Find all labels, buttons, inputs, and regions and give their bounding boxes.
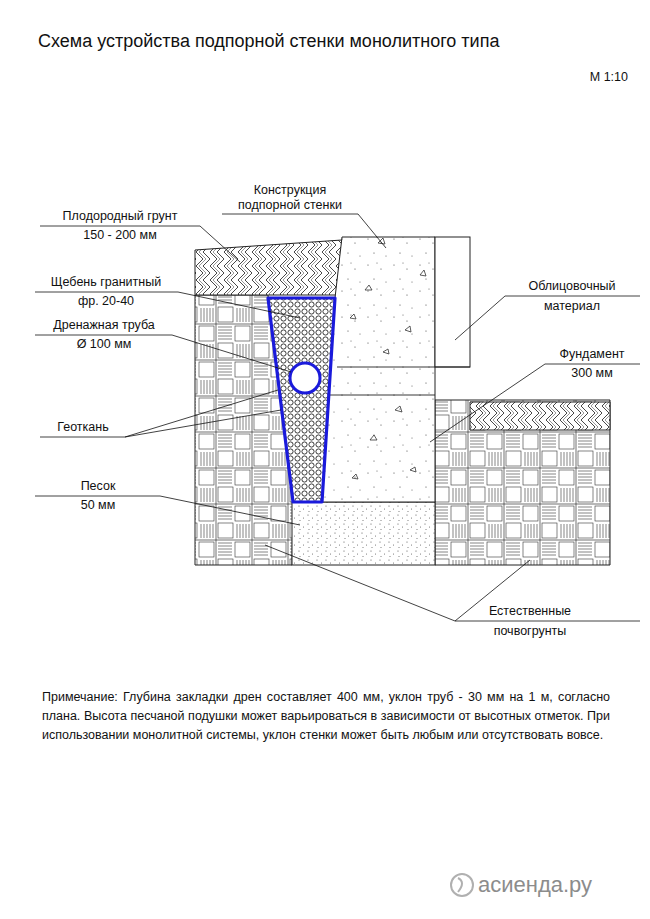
drawing-note: Примечание: Глубина закладки дрен состав…: [42, 688, 610, 745]
callout-label: Песок: [81, 479, 116, 494]
callout-label: Фундамент: [559, 347, 624, 362]
callout-dimension: 150 - 200 мм: [83, 228, 156, 243]
callout-dimension: фр. 20-40: [78, 294, 134, 309]
callout-label: Естественные: [489, 604, 571, 619]
callout-dimension: Ø 100 мм: [77, 337, 132, 352]
watermark: асиенда.ру: [478, 871, 592, 899]
callout-label: Дренажная труба: [53, 318, 154, 333]
callout-label: Конструкция подпорной стенки: [229, 183, 351, 213]
scale-label: М 1:10: [590, 70, 628, 85]
callout-label: почвогрунты: [494, 624, 567, 639]
callout-dimension: 50 мм: [81, 498, 116, 513]
callout-label: материал: [544, 299, 600, 314]
callout-label: Геоткань: [57, 420, 108, 435]
callout-label: Облицовочный: [528, 279, 615, 294]
callout-label: Щебень гранитный: [51, 275, 161, 290]
drawing-title: Схема устройства подпорной стенки моноли…: [38, 30, 499, 52]
callout-dimension: 300 мм: [571, 366, 613, 381]
callout-label: Плодородный грунт: [63, 209, 178, 224]
